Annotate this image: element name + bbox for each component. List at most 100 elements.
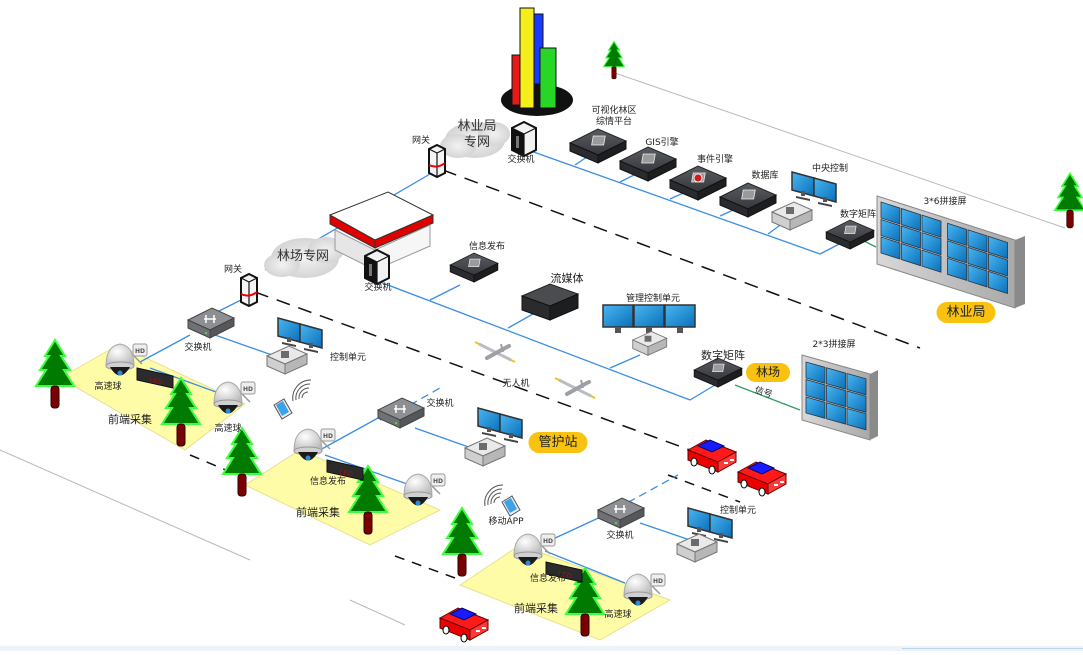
zone2-label: 前端采集	[296, 506, 340, 519]
bottom-scroll-strip	[0, 646, 1083, 651]
car-icon	[687, 439, 737, 475]
wireless-signal-icon	[484, 484, 504, 507]
video-wall-panel	[921, 232, 942, 256]
gis-engine-server-icon	[619, 146, 677, 182]
zone1-camera1-label: 高速球	[94, 382, 122, 392]
video-wall-panel	[921, 214, 942, 238]
video-wall-panel	[901, 208, 921, 232]
video-wall-panel	[880, 236, 901, 260]
scroll-indicator	[902, 648, 1083, 649]
video-wall-panel	[921, 249, 942, 273]
zone1-label: 前端采集	[108, 413, 152, 426]
zone3-switch-icon	[597, 497, 645, 529]
mobile-app-label: 移动APP	[488, 517, 524, 527]
video-wall-panel	[967, 229, 988, 253]
bureau-private-network-cloud	[440, 122, 510, 158]
video-wall-panel	[880, 218, 901, 243]
car-icon	[737, 461, 787, 497]
ground-boundary-line	[611, 71, 1066, 229]
front-zone-2	[243, 449, 442, 546]
dashed-separator	[254, 291, 691, 451]
dashed-separator	[189, 454, 246, 479]
farm-switch-icon	[364, 249, 390, 285]
database-label: 数据库	[751, 171, 779, 181]
video-wall-panel	[901, 243, 921, 267]
zone1-camera2-label: 高速球	[214, 424, 242, 434]
video-wall-panel	[967, 264, 988, 288]
farm-cloud-label: 林场专网	[276, 249, 330, 264]
bureau-cloud-label-line2: 专网	[463, 135, 491, 150]
zone3-info-publish-label: 信息发布	[529, 574, 567, 584]
video-wall-panel	[880, 201, 901, 225]
tree-icon	[442, 507, 482, 577]
mobile-phone-icon	[273, 398, 293, 420]
bureau-digital-matrix-icon	[825, 219, 875, 250]
streaming-media-label: 流媒体	[550, 272, 584, 285]
platform-label-line1: 可视化林区	[591, 106, 637, 116]
farm-video-wall-label: 2*3拼接屏	[812, 340, 856, 350]
bureau-matrix-label: 数字矩阵	[839, 210, 877, 220]
event-engine-server-icon	[669, 165, 727, 201]
info-publish-label: 信息发布	[468, 242, 506, 252]
bureau-video-wall-label: 3*6拼接屏	[923, 197, 967, 207]
info-publish-server-icon	[449, 252, 499, 283]
bureau-video-wall-icon	[876, 195, 1025, 309]
video-wall-panel	[988, 270, 1008, 295]
zone3-camera-label: 高速球	[604, 610, 632, 620]
drone-icon	[473, 340, 517, 364]
event-engine-label: 事件引擎	[696, 155, 734, 165]
ground-boundary-line	[0, 449, 251, 561]
bureau-gateway-icon	[428, 144, 446, 178]
bureau-switch-icon	[511, 121, 537, 157]
farm-network-links	[139, 281, 716, 401]
dashed-separator	[667, 474, 741, 503]
station-host-icon	[464, 437, 506, 467]
bureau-switch-label: 交换机	[507, 155, 535, 165]
video-wall-panel	[947, 257, 967, 281]
management-control-monitor-icon	[602, 304, 696, 333]
central-control-host-icon	[771, 201, 813, 231]
wireless-signal-icon	[292, 379, 312, 402]
farm-digital-matrix-icon	[693, 357, 743, 388]
farm-switch-label: 交换机	[364, 283, 392, 293]
zone3-control-unit-label: 控制单元	[719, 506, 757, 516]
zone3-label: 前端采集	[514, 602, 558, 615]
tree-icon	[602, 40, 626, 80]
drone-icon	[553, 376, 597, 400]
video-wall-panel	[805, 378, 826, 402]
video-wall-panel	[846, 390, 867, 413]
ground-boundary-line	[349, 599, 406, 626]
video-wall-panel	[988, 235, 1008, 260]
farm-matrix-label: 数字矩阵	[701, 349, 745, 362]
central-control-monitor-icon	[791, 171, 837, 208]
zone2-info-publish-label: 信息发布	[309, 477, 347, 487]
drone-label: 无人机	[502, 379, 530, 389]
video-wall-panel	[826, 384, 846, 408]
visual-platform-server-icon	[569, 128, 627, 164]
streaming-media-server-icon	[520, 283, 580, 321]
bureau-gateway-label: 网关	[412, 136, 431, 146]
farm-video-wall-icon	[801, 354, 878, 441]
farm-gateway-icon	[240, 273, 258, 307]
mobile-phone-icon	[501, 495, 521, 517]
bureau-building-icon	[501, 7, 573, 116]
video-wall-panel	[826, 367, 846, 390]
video-wall-panel	[947, 240, 967, 264]
zone1-switch-icon	[187, 307, 235, 339]
video-wall-panel	[826, 402, 846, 425]
video-wall-panel	[947, 222, 967, 246]
dashed-separator	[442, 169, 921, 349]
station-switch-label: 交换机	[426, 399, 454, 409]
farm-badge: 林场	[745, 363, 791, 382]
video-wall-panel	[967, 246, 988, 270]
bureau-badge: 林业局	[936, 302, 996, 323]
video-wall-panel	[901, 225, 921, 249]
platform-label-line2: 综情平台	[595, 117, 633, 127]
management-control-host-icon	[632, 331, 668, 356]
station-switch-icon	[377, 397, 425, 429]
station-badge: 管护站	[528, 432, 588, 453]
bureau-cloud-label-line1: 林业局	[457, 119, 497, 134]
zone1-switch-label: 交换机	[184, 343, 212, 353]
